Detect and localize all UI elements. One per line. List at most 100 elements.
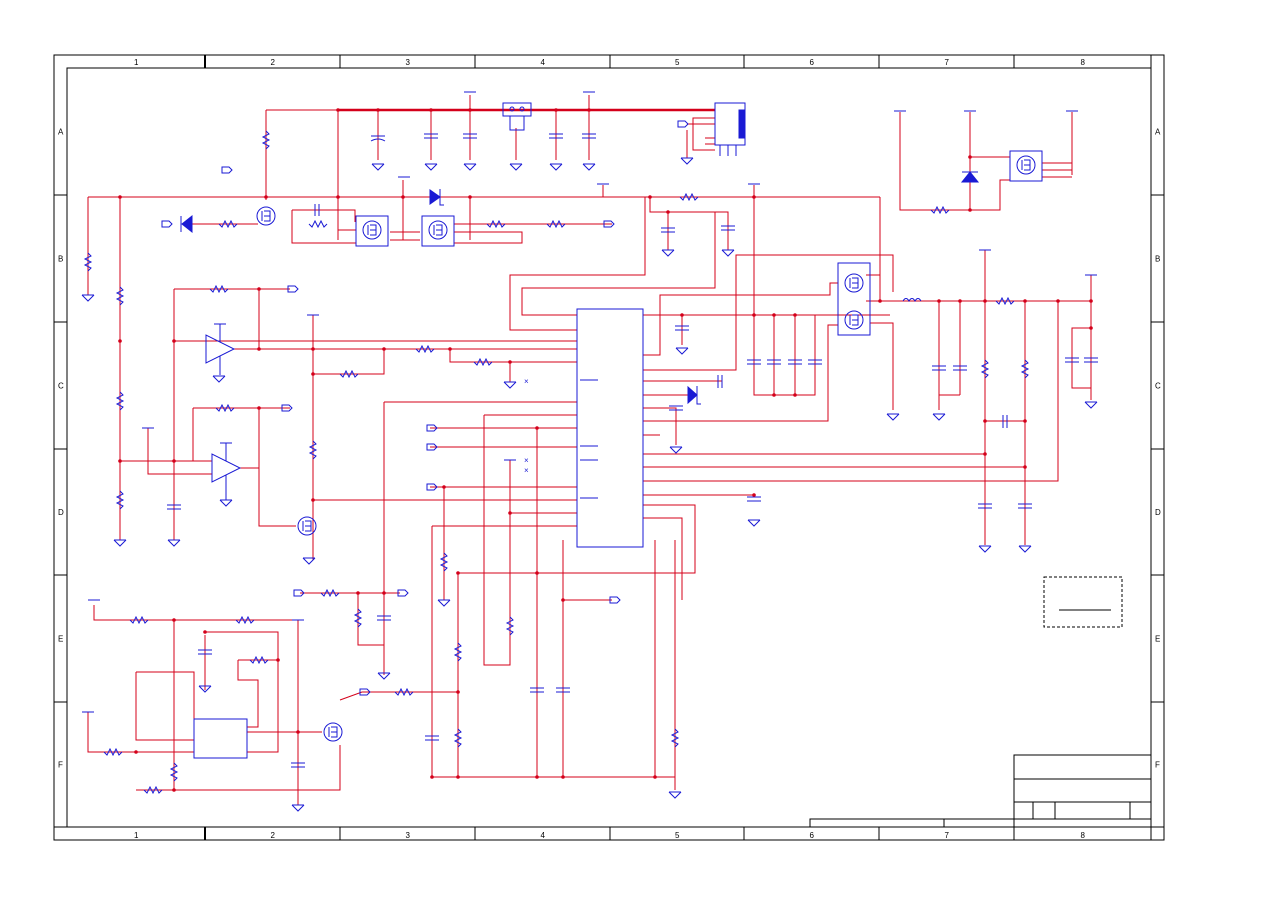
junction-dot: [508, 360, 512, 364]
ground-icon: [302, 557, 316, 565]
capacitor-icon: [377, 615, 391, 621]
junction-dot: [356, 591, 360, 595]
resistor-icon: [235, 615, 255, 625]
mosfet-icon: [323, 722, 343, 742]
junction-dot: [878, 299, 882, 303]
resistor-icon: [453, 728, 463, 748]
power-rail-group: [82, 91, 1097, 713]
capacitor-icon: [582, 133, 596, 139]
junction-dot: [1023, 299, 1027, 303]
mosfet-box-icon: [355, 150, 1043, 247]
outer-border: [53, 54, 1165, 841]
resistor-icon: [115, 391, 125, 411]
ground-icon: [371, 163, 385, 171]
ground-icon: [886, 413, 900, 421]
junction-dot: [456, 690, 460, 694]
ruler-label: 1: [134, 831, 139, 840]
resistor-icon: [308, 440, 318, 460]
ground-icon: [1018, 545, 1032, 553]
mosfet-icon: [362, 220, 382, 240]
junction-dot: [134, 750, 138, 754]
junction-dot: [456, 775, 460, 779]
junction-dot: [296, 730, 300, 734]
junction-dot: [118, 459, 122, 463]
junction-dot: [554, 108, 558, 112]
ruler-label: 7: [945, 831, 950, 840]
junction-dot: [587, 108, 591, 112]
resistor-icon: [995, 296, 1015, 306]
junction-dot: [203, 630, 207, 634]
junction-dot: [653, 775, 657, 779]
junction-group: [118, 108, 1093, 792]
junction-dot: [118, 195, 122, 199]
ruler-label: 5: [675, 58, 680, 67]
junction-dot: [1056, 299, 1060, 303]
capacitor-icon: [1002, 415, 1008, 428]
ruler-label: F: [58, 761, 63, 770]
resistor-icon: [980, 359, 990, 379]
junction-dot: [561, 598, 565, 602]
ground-icon: [291, 804, 305, 812]
ground-icon: [675, 347, 689, 355]
ground-icon: [661, 249, 675, 257]
capacitor-icon: [463, 133, 477, 139]
ruler-label: 2: [271, 58, 276, 67]
capacitor-icon: [747, 496, 761, 502]
capacitor-icon: [808, 359, 822, 365]
junction-dot: [1023, 465, 1027, 469]
ground-icon: [377, 672, 391, 680]
resistor-icon: [546, 219, 566, 229]
resistor-group: [83, 130, 1030, 795]
title-block: [809, 754, 1152, 828]
junction-dot: [336, 108, 340, 112]
ground-icon: [1084, 401, 1098, 409]
junction-dot: [937, 299, 941, 303]
junction-dot: [772, 313, 776, 317]
junction-dot: [561, 775, 565, 779]
capacitor-icon: [1084, 357, 1098, 363]
junction-dot: [382, 347, 386, 351]
junction-dot: [772, 393, 776, 397]
junction-dot: [508, 511, 512, 515]
capacitor-icon: [661, 227, 675, 233]
ruler-label: 8: [1081, 58, 1086, 67]
capacitor-icon: [549, 133, 563, 139]
junction-dot: [172, 459, 176, 463]
junction-dot: [257, 347, 261, 351]
junction-dot: [429, 108, 433, 112]
diode-icon: [429, 189, 444, 206]
capacitor-icon: [932, 365, 946, 371]
junction-dot: [752, 493, 756, 497]
ruler-label: 2: [271, 831, 276, 840]
junction-dot: [666, 210, 670, 214]
port-icon: [609, 596, 621, 604]
capacitor-icon: [198, 649, 212, 655]
connector-icon: [714, 102, 746, 156]
capacitor-icon: [953, 365, 967, 371]
ground-icon: [198, 685, 212, 693]
inner-border: [66, 67, 1152, 828]
ruler-label: B: [1155, 255, 1160, 264]
resistor-icon: [115, 286, 125, 306]
mosfet-icon: [844, 273, 864, 293]
junction-dot: [983, 419, 987, 423]
junction-dot: [311, 372, 315, 376]
junction-dot: [336, 195, 340, 199]
junction-dot: [401, 195, 405, 199]
junction-dot: [442, 485, 446, 489]
note-box: [1043, 576, 1123, 628]
resistor-icon: [1020, 359, 1030, 379]
resistor-icon: [215, 403, 235, 413]
ruler-label: E: [58, 635, 63, 644]
resistor-icon: [249, 655, 269, 665]
ground-icon: [721, 249, 735, 257]
ruler-label: 1: [134, 58, 139, 67]
ruler-label: B: [58, 255, 63, 264]
regulator-ic-icon: [193, 718, 248, 759]
resistor-icon: [169, 762, 179, 782]
junction-dot: [468, 195, 472, 199]
resistor-icon: [930, 205, 950, 215]
